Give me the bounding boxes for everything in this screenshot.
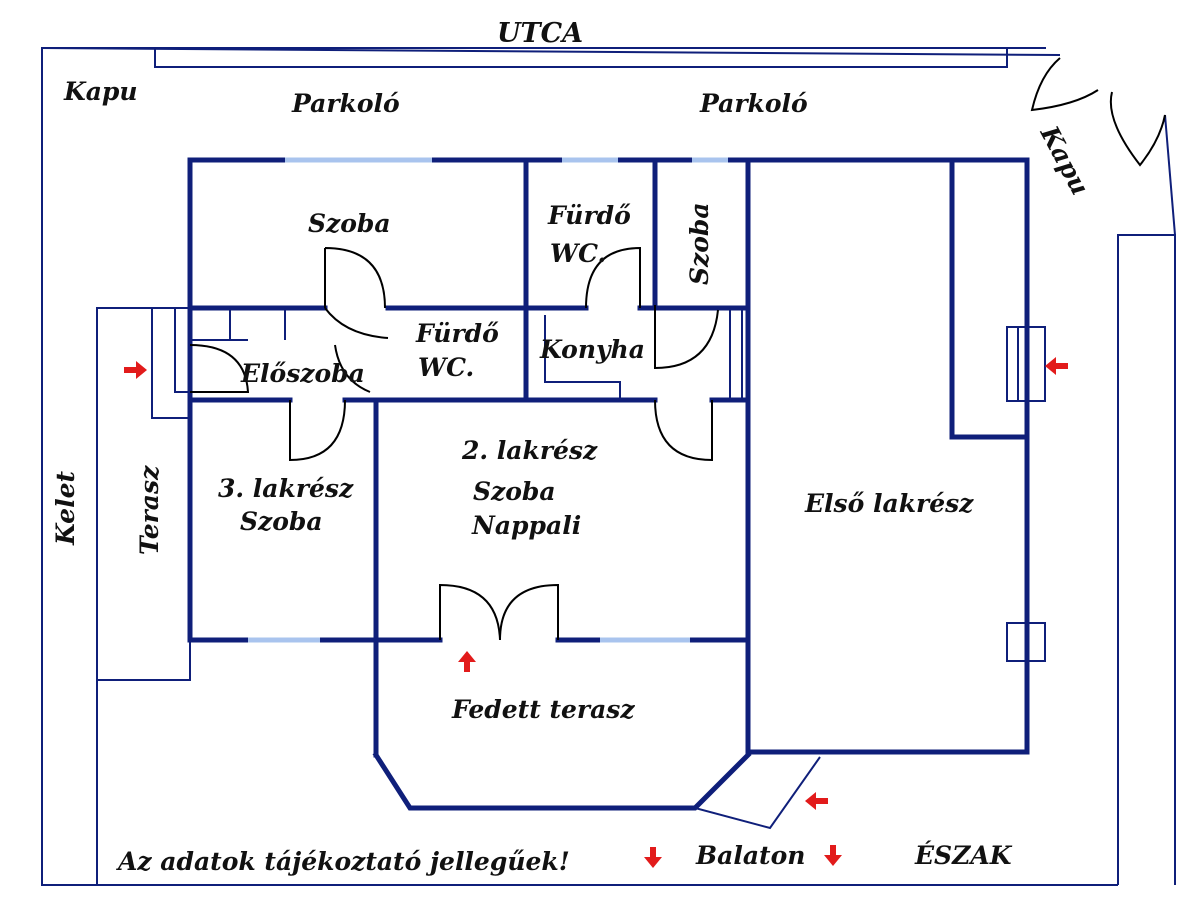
arrow-left-icon [1045, 357, 1068, 375]
gate-label: Kapu [1034, 120, 1095, 199]
arrow-left-icon [805, 792, 828, 810]
room-label: Szoba [473, 477, 556, 506]
parking-label: Parkoló [699, 89, 808, 118]
gate-label: Kapu [63, 77, 138, 106]
hall-label: Előszoba [240, 359, 365, 388]
kitchen-label: Konyha [539, 335, 645, 364]
parking-label: Parkoló [291, 89, 400, 118]
labels: UTCA Kapu Parkoló Parkoló Kapu Szoba Für… [51, 18, 1095, 876]
bath-label: WC. [418, 353, 474, 382]
arrow-down-icon [644, 847, 662, 868]
bath-label: Fürdő [547, 201, 631, 230]
gate-door-arc-icon [1030, 57, 1166, 167]
room-label: Nappali [471, 511, 581, 540]
bath-label: WC. [550, 239, 606, 268]
street-label: UTCA [497, 18, 583, 49]
lake-label: Balaton [695, 841, 805, 870]
room-label: Szoba [308, 209, 391, 238]
arrow-right-icon [124, 361, 147, 379]
arrow-down-icon [824, 845, 842, 866]
disclaimer-label: Az adatok tájékoztató jellegűek! [116, 847, 570, 876]
windows [248, 157, 728, 643]
room-label: Szoba [685, 202, 714, 285]
direction-label: ÉSZAK [914, 841, 1013, 870]
entry-arrows [124, 357, 1068, 868]
terrace-label: Terasz [135, 465, 164, 555]
room-label: Szoba [240, 507, 323, 536]
unit-label: 2. lakrész [461, 436, 598, 465]
inner-details [97, 308, 1046, 830]
covered-terrace-label: Fedett terasz [451, 695, 635, 724]
property-boundary [41, 47, 1176, 886]
direction-label: Kelet [51, 471, 80, 546]
bath-label: Fürdő [415, 319, 499, 348]
door-swing-icons [189, 246, 719, 641]
unit-label: 3. lakrész [218, 474, 354, 503]
arrow-up-icon [458, 651, 476, 672]
unit-label: Első lakrész [804, 489, 974, 518]
